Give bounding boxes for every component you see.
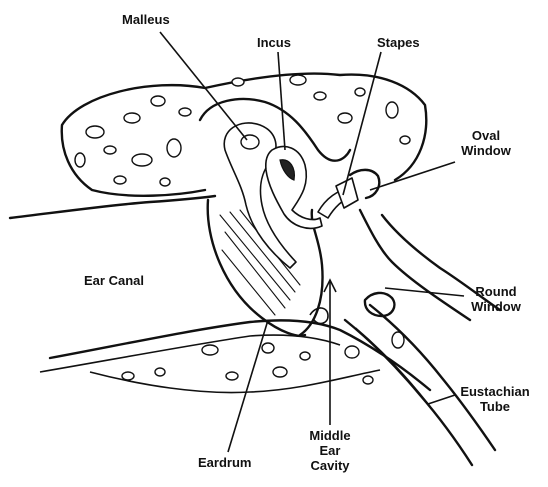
label-leaders bbox=[160, 32, 464, 452]
ear-canal-upper-wall bbox=[10, 196, 215, 218]
label-oval-window-line2: Window bbox=[456, 143, 516, 158]
label-middle-ear-cavity-line2: Ear bbox=[303, 443, 357, 458]
label-middle-ear-cavity-line3: Cavity bbox=[303, 458, 357, 473]
ear-canal-lower-wall-2 bbox=[40, 335, 340, 372]
label-round-window-line1: Round bbox=[463, 284, 529, 299]
label-eustachian-tube-line1: Eustachian bbox=[452, 384, 538, 399]
label-oval-window: Oval Window bbox=[456, 128, 516, 158]
incus-bone bbox=[266, 146, 322, 228]
label-middle-ear-cavity: Middle Ear Cavity bbox=[303, 428, 357, 473]
label-eustachian-tube-line2: Tube bbox=[452, 399, 538, 414]
label-malleus: Malleus bbox=[122, 12, 170, 27]
label-incus: Incus bbox=[257, 35, 291, 50]
lower-bone-pores bbox=[122, 332, 404, 384]
label-middle-ear-cavity-line1: Middle bbox=[303, 428, 357, 443]
label-round-window: Round Window bbox=[463, 284, 529, 314]
label-eardrum: Eardrum bbox=[198, 455, 251, 470]
label-oval-window-line1: Oval bbox=[456, 128, 516, 143]
stapes-bone bbox=[318, 178, 358, 218]
label-stapes: Stapes bbox=[377, 35, 420, 50]
label-ear-canal: Ear Canal bbox=[84, 273, 144, 288]
label-round-window-line2: Window bbox=[463, 299, 529, 314]
label-eustachian-tube: Eustachian Tube bbox=[452, 384, 538, 414]
